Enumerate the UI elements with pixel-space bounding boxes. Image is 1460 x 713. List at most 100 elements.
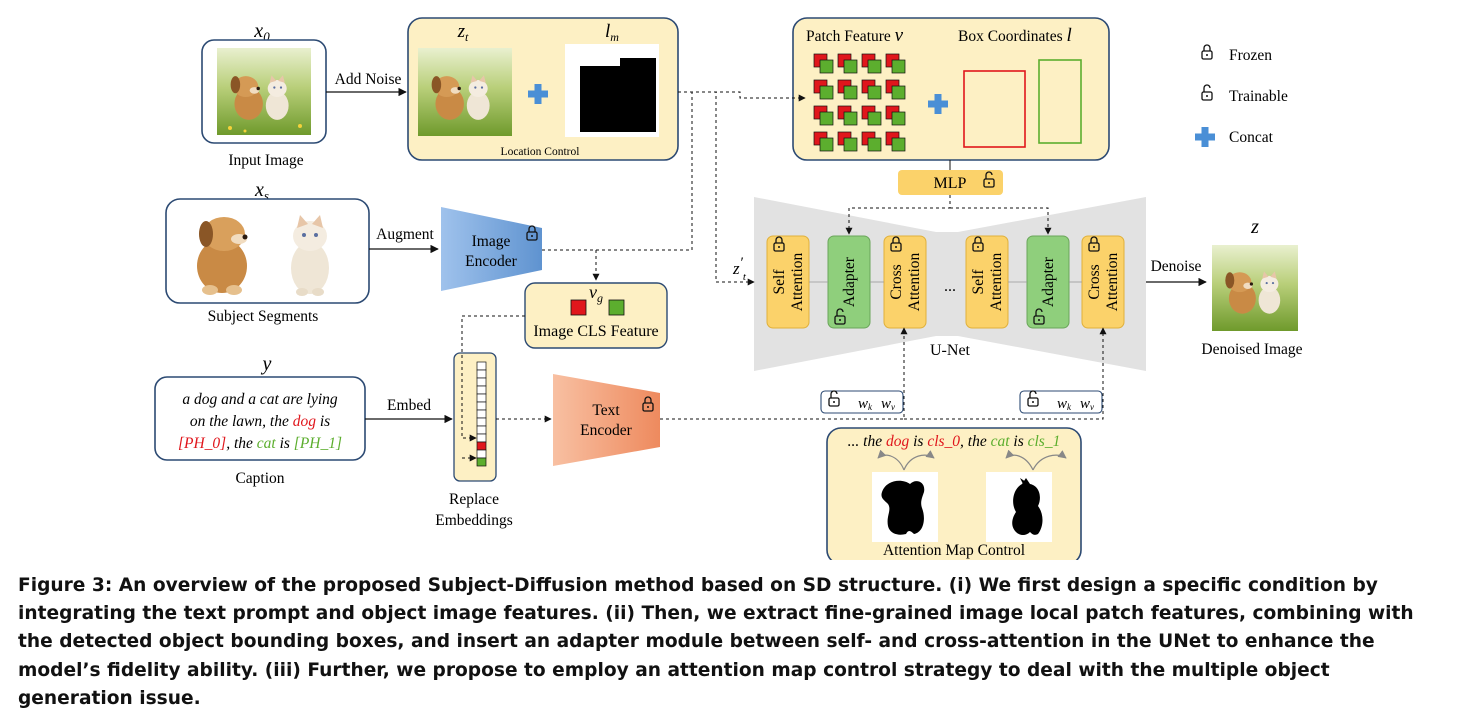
output-symbol: z — [1250, 216, 1259, 238]
patch-token — [837, 53, 858, 74]
input-symbol: x0 — [253, 20, 270, 44]
embedding-token — [476, 377, 487, 387]
embedding-token — [476, 457, 487, 467]
patch-token — [813, 105, 834, 126]
connector-encoder-to-cls — [542, 92, 693, 251]
connector-text-to-cross-2 — [904, 327, 1107, 420]
embedding-token — [476, 425, 487, 435]
patch-token — [861, 79, 882, 100]
location-mask-image — [565, 44, 659, 137]
attn-curve-cat — [1005, 449, 1034, 471]
cat-attention-mask — [986, 472, 1052, 542]
embedding-token — [476, 409, 487, 419]
adapter-block-1: Adapter — [827, 235, 871, 329]
adapter-block-2: Adapter — [1026, 235, 1070, 329]
subject-dog-segment — [197, 217, 248, 295]
svg-text:wv: wv — [881, 396, 895, 412]
mlp-label: MLP — [934, 175, 967, 192]
image-encoder-block — [441, 207, 542, 291]
legend-frozen: Frozen — [1229, 47, 1272, 64]
denoised-image-photo — [1212, 245, 1298, 331]
self-attention-block-2: SelfAttention — [965, 235, 1009, 329]
attn-curve-dog — [877, 449, 905, 471]
unet-blocks: SelfAttention Adapter CrossAttention SelfAt… — [766, 235, 1125, 329]
patch-token — [813, 53, 834, 74]
svg-text:wk: wk — [1057, 396, 1072, 412]
caption-line-1: a dog and a cat are lying — [182, 391, 338, 408]
svg-text:Adapter: Adapter — [841, 256, 858, 307]
patch-token — [885, 53, 906, 74]
unet-ellipsis: ... — [944, 278, 956, 295]
box-coordinates-label: Box Coordinates l — [958, 25, 1072, 46]
cls-green-token — [608, 299, 625, 316]
denoised-image-caption: Denoised Image — [1201, 341, 1302, 358]
concat-plus-icon — [1195, 127, 1215, 147]
attention-map-label: Attention Map Control — [883, 542, 1025, 559]
svg-text:wk: wk — [858, 396, 873, 412]
caption-symbol: y — [261, 353, 272, 375]
patch-token — [813, 131, 834, 152]
subject-cat-segment — [291, 215, 329, 296]
attn-curve-cls0 — [903, 450, 935, 471]
wkwv-box-right: wk wv — [1019, 390, 1103, 414]
wkwv-box-left: wk wv — [820, 390, 904, 414]
caption-label: Caption — [235, 470, 284, 487]
svg-text:CrossAttention: CrossAttention — [1086, 252, 1121, 311]
embedding-token — [476, 361, 487, 371]
embed-label: Embed — [387, 397, 431, 414]
connector-mlp-to-adapters — [845, 195, 951, 235]
patch-feature-grid — [813, 53, 906, 152]
embedding-token — [476, 449, 487, 459]
lm-symbol: lm — [605, 21, 619, 44]
figure-caption-label: Figure 3: — [18, 575, 113, 596]
embedding-token — [476, 417, 487, 427]
box-coordinate-red — [963, 70, 1026, 148]
subject-segments-frame — [165, 198, 370, 304]
trainable-lock-icon — [1201, 84, 1213, 101]
cls-symbol: vg — [589, 282, 603, 305]
input-image-caption: Input Image — [228, 152, 303, 169]
augment-label: Augment — [376, 226, 434, 243]
patch-token — [837, 79, 858, 100]
embedding-token — [476, 385, 487, 395]
patch-token — [885, 131, 906, 152]
attention-prompt: ... the dog is cls_0, the cat is cls_1 — [848, 433, 1061, 450]
figure-caption: Figure 3: An overview of the proposed Su… — [18, 572, 1450, 713]
patch-token — [837, 131, 858, 152]
zt-symbol: zt — [457, 21, 469, 44]
add-noise-label: Add Noise — [335, 71, 402, 88]
subject-segments-caption: Subject Segments — [208, 308, 319, 325]
frozen-lock-icon — [1201, 44, 1213, 60]
svg-text:Adapter: Adapter — [1040, 256, 1057, 307]
cls-red-token — [570, 299, 587, 316]
replace-embeddings-panel — [453, 352, 497, 482]
input-image-photo — [217, 48, 311, 135]
patch-token — [861, 131, 882, 152]
attn-curve-cls1 — [1032, 450, 1067, 471]
denoise-label: Denoise — [1151, 258, 1202, 275]
svg-text:CrossAttention: CrossAttention — [888, 252, 923, 311]
svg-text:SelfAttention: SelfAttention — [970, 252, 1005, 311]
cross-attention-block-1: CrossAttention — [883, 235, 927, 329]
ztprime-symbol: z′t — [732, 255, 747, 283]
connector-mlp-to-adapter-2 — [950, 207, 1052, 235]
text-encoder-block — [553, 374, 660, 466]
concat-plus-icon — [528, 84, 548, 104]
svg-text:wv: wv — [1080, 396, 1094, 412]
patch-token — [813, 79, 834, 100]
embedding-token — [476, 441, 487, 451]
legend: Frozen Trainable Concat — [1195, 44, 1288, 147]
noisy-image-photo — [418, 48, 512, 136]
connector-cls-to-embeddings — [461, 315, 525, 442]
segments-symbol: xs — [254, 179, 269, 203]
embedding-token — [476, 433, 487, 443]
mlp-block — [898, 170, 1003, 195]
cls-feature-label: Image CLS Feature — [533, 323, 658, 340]
embedding-token — [476, 401, 487, 411]
cross-attention-block-2: CrossAttention — [1081, 235, 1125, 329]
diagram-canvas: x0 Input Image Add Noise zt lm Location … — [154, 17, 1303, 560]
token-stack — [476, 361, 487, 467]
svg-text:SelfAttention: SelfAttention — [771, 252, 806, 311]
embedding-token — [476, 369, 487, 379]
